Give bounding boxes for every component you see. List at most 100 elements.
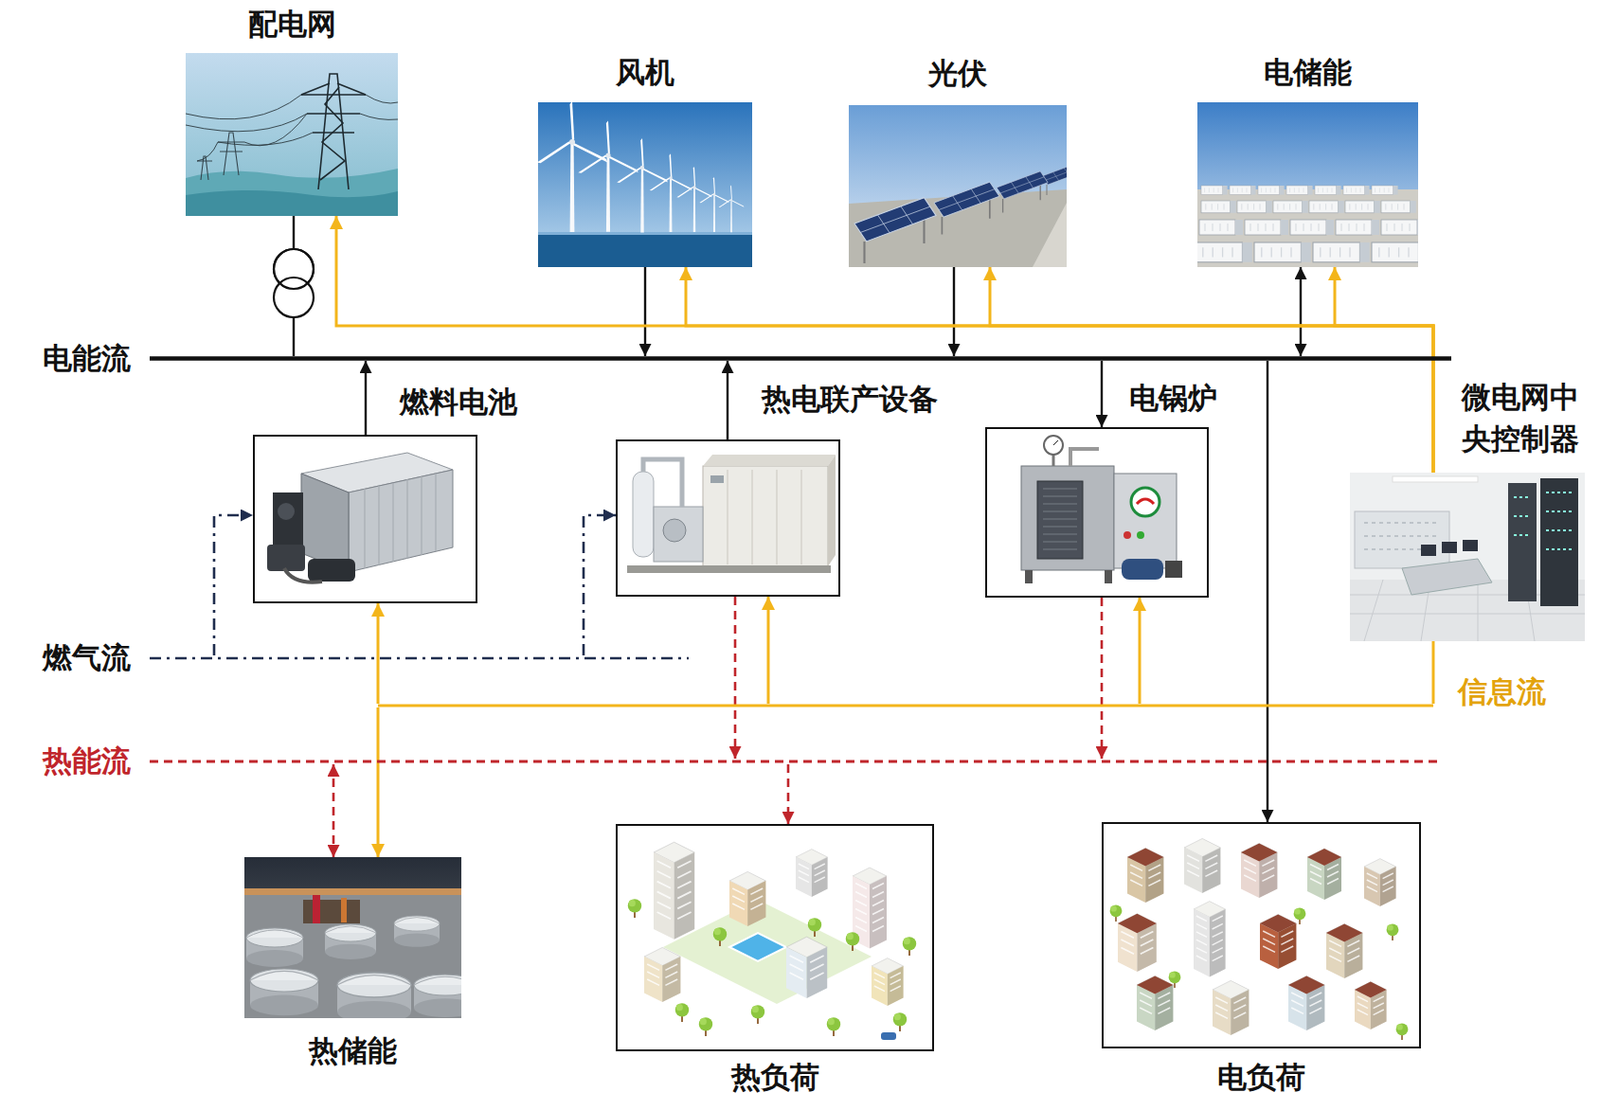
boiler-picture (1021, 466, 1115, 571)
fuel-cell-box: 燃料电池 (252, 434, 478, 604)
grid-photo (217, 132, 245, 176)
heat-load-picture (675, 1003, 689, 1023)
wind-photo (699, 177, 730, 233)
grid-photo (185, 168, 398, 216)
connector (787, 764, 791, 825)
grid-photo (217, 132, 313, 145)
heat-load-picture (893, 1012, 907, 1032)
power-load-picture (1193, 901, 1226, 978)
power-load-picture (1288, 975, 1325, 1031)
bus-line (377, 703, 1434, 708)
heat-load-picture (644, 947, 681, 1003)
heat-load-picture (786, 936, 827, 999)
bus-line (149, 760, 1439, 764)
node-label: 热储能 (244, 1034, 462, 1069)
chp-picture (627, 565, 831, 574)
connector (214, 515, 253, 656)
transformer-symbol (273, 249, 314, 289)
connector (1138, 597, 1142, 704)
heat-load-picture (880, 1032, 897, 1041)
power-load-picture (1117, 914, 1157, 972)
heat-load-picture (617, 826, 933, 1050)
node-label: 热负荷 (617, 1060, 933, 1096)
grid-photo (185, 113, 307, 132)
power-load-picture (1386, 923, 1400, 941)
heat-load-picture (729, 871, 766, 927)
battery-photo (1309, 200, 1345, 214)
info-bus: 信息流 (377, 703, 1434, 708)
power-load-picture (1184, 838, 1221, 894)
chp-picture (702, 454, 836, 467)
bus-line (149, 758, 1439, 765)
chp-picture (643, 459, 683, 507)
boiler-picture (1136, 499, 1154, 504)
grid-photo (301, 73, 366, 190)
heat-load-picture (871, 958, 904, 1007)
wind-photo (538, 232, 753, 235)
connector (332, 764, 336, 858)
grid-photo (197, 132, 245, 180)
connector (734, 596, 738, 759)
pv-photo (848, 105, 1067, 268)
grid-photo (359, 113, 398, 120)
node-label: 热电联产设备 (761, 382, 938, 417)
node-label: 电负荷 (1103, 1060, 1420, 1096)
boiler-picture (1165, 560, 1183, 578)
battery-photo (1229, 185, 1257, 196)
boiler-picture (1123, 531, 1132, 540)
controller-photo (1441, 541, 1457, 554)
power-bus: 电能流 (149, 356, 1452, 361)
connector (644, 267, 647, 357)
grid-photo (185, 94, 302, 120)
boiler-box: 电锅炉 (985, 427, 1209, 598)
gas-bus: 燃气流 (149, 655, 689, 662)
heat-storage-photo (246, 928, 304, 968)
connector (1100, 597, 1104, 759)
heat-load-picture (628, 898, 642, 918)
bus-line (149, 356, 1452, 361)
fuel-cell-picture (348, 469, 453, 573)
heat-load-picture (699, 1017, 713, 1037)
grid-photo (197, 142, 218, 162)
boiler-picture (1024, 570, 1033, 584)
controller-photo (1540, 478, 1579, 607)
boiler-picture (987, 429, 1207, 596)
connector (767, 596, 771, 704)
controller-photo (1349, 472, 1585, 642)
battery-photo (1237, 200, 1273, 214)
battery-photo (1258, 185, 1285, 196)
controller-photo (1513, 492, 1573, 550)
connector (989, 267, 1434, 473)
pv-photo (996, 171, 1048, 214)
grid-photo (320, 87, 345, 180)
fuel-cell-picture (301, 473, 349, 573)
grid-photo (244, 113, 307, 146)
chp-picture (702, 466, 828, 567)
heat-storage-photo (337, 972, 412, 1019)
heat-storage-photo (303, 899, 360, 924)
node-label: 风机 (538, 55, 753, 90)
boiler-picture (1121, 558, 1164, 580)
pv-photo: 光伏 (848, 105, 1067, 268)
power-load-picture (1212, 980, 1249, 1036)
connector (583, 515, 616, 656)
grid-photo (318, 73, 349, 190)
wind-photo (648, 153, 693, 233)
power-load-picture (1110, 904, 1123, 922)
grid-photo (185, 190, 398, 216)
wind-photo (718, 185, 745, 234)
heat-storage-photo (341, 898, 347, 923)
boiler-picture (1037, 481, 1083, 559)
bus-line (149, 356, 1452, 361)
node-label: 燃料电池 (399, 385, 518, 420)
battery-photo (1201, 185, 1228, 196)
heat-load-picture (826, 1017, 841, 1037)
wind-photo (538, 102, 609, 233)
wind-photo: 风机 (538, 102, 753, 268)
wind-photo (576, 120, 639, 232)
battery-photo: 电储能 (1197, 102, 1419, 268)
controller-photo (1349, 472, 1585, 642)
chp-box: 热电联产设备 (615, 439, 841, 597)
transformer-symbol (273, 249, 314, 318)
